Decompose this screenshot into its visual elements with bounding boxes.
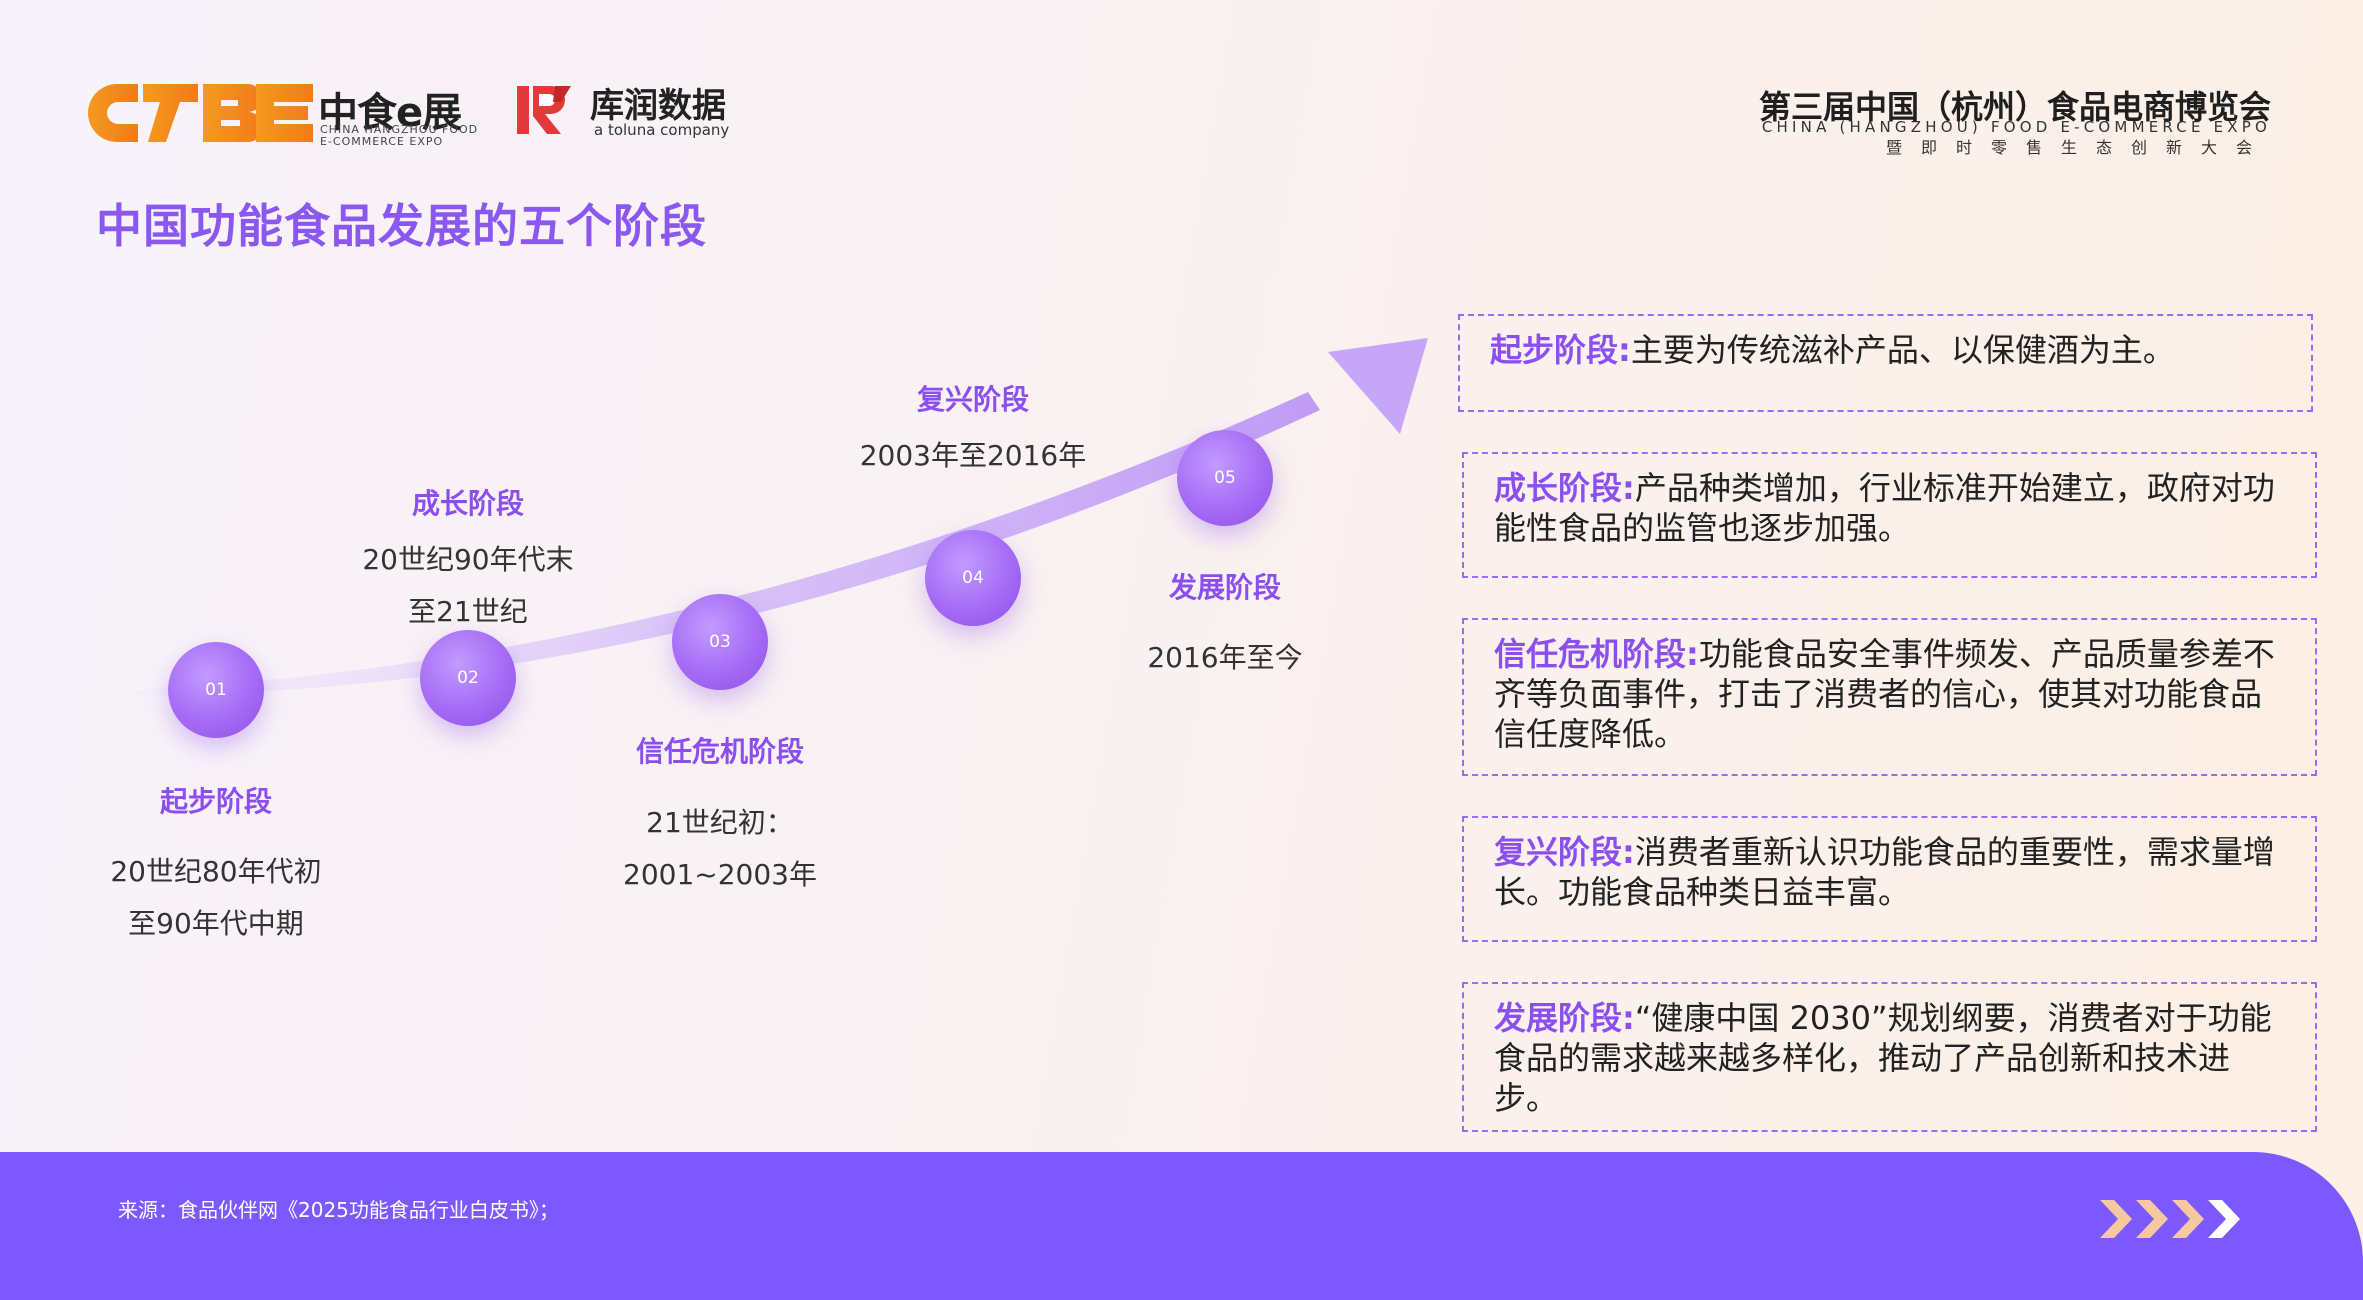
stage-2-period-line2: 至21世纪 [408,595,528,628]
expo-brand-title: 中食e展 [318,90,462,136]
desc-2-label: 成长阶段: [1494,469,1635,507]
timeline-node-2: 02 [420,630,516,726]
desc-box-1: 起步阶段:主要为传统滋补产品、以保健酒为主。 [1458,314,2313,412]
stage-3-period-line2: 2001~2003年 [623,858,817,891]
chevrons-right-icon [2100,1200,2240,1238]
expo-subtitle-cn: 暨即时零售生态创新大会 [1885,138,2271,157]
desc-5-text: “健康中国 2030”规划纲要，消费者对于功能食品的需求越来越多样化，推动了产品… [1494,999,2272,1117]
expo-subtitle-en: CHINA (HANGZHOU) FOOD E-COMMERCE EXPO [1761,118,2271,136]
desc-box-2: 成长阶段:产品种类增加，行业标准开始建立，政府对功能性食品的监管也逐步加强。 [1462,452,2317,578]
stage-1-period-line2: 至90年代中期 [128,907,304,940]
stage-3-period: 21世纪初： 2001~2003年 [560,797,880,901]
timeline-node-5: 05 [1177,430,1273,526]
desc-4-label: 复兴阶段: [1494,833,1635,871]
growth-arrow-icon [135,338,1428,696]
stage-5-period-line1: 2016年至今 [1147,641,1303,674]
kuron-brand-title: 库润数据 [590,86,726,126]
stage-2-period: 20世纪90年代末 至21世纪 [308,534,628,638]
stage-1-period: 20世纪80年代初 至90年代中期 [56,846,376,950]
stage-2-name: 成长阶段 [411,487,524,520]
desc-5-label: 发展阶段: [1494,999,1635,1037]
stage-3-name: 信任危机阶段 [635,735,804,768]
desc-3-label: 信任危机阶段: [1494,635,1699,673]
desc-box-5: 发展阶段:“健康中国 2030”规划纲要，消费者对于功能食品的需求越来越多样化，… [1462,982,2317,1132]
stage-3-period-line1: 21世纪初： [646,806,794,839]
timeline-node-3: 03 [672,594,768,690]
ctbe-logo-icon [88,84,313,142]
desc-1-label: 起步阶段: [1490,331,1631,369]
stage-1-period-line1: 20世纪80年代初 [110,855,322,888]
stage-4-name: 复兴阶段 [916,383,1029,416]
stage-5-name: 发展阶段 [1168,571,1281,604]
desc-2-text: 产品种类增加，行业标准开始建立，政府对功能性食品的监管也逐步加强。 [1494,469,2275,547]
source-note: 来源：食品伙伴网《2025功能食品行业白皮书》； [118,1198,559,1222]
timeline-node-1: 01 [168,642,264,738]
stage-4-period-line1: 2003年至2016年 [859,439,1087,472]
kuron-brand-subtitle: a toluna company [594,121,730,139]
stage-5-period: 2016年至今 [1065,632,1385,684]
desc-box-4: 复兴阶段:消费者重新认识功能食品的重要性，需求量增长。功能食品种类日益丰富。 [1462,816,2317,942]
kuron-logo-icon [517,86,571,134]
desc-3-text: 功能食品安全事件频发、产品质量参差不齐等负面事件，打击了消费者的信心，使其对功能… [1494,635,2275,753]
timeline-node-4: 04 [925,530,1021,626]
stage-4-period: 2003年至2016年 [813,430,1133,482]
footer-bar [0,1152,2363,1300]
expo-brand-subtitle: CHINA HANGZHOU FOOD E-COMMERCE EXPO [320,123,479,148]
desc-1-text: 主要为传统滋补产品、以保健酒为主。 [1630,331,2175,369]
expo-title: 第三届中国（杭州）食品电商博览会 [1758,88,2271,126]
page-title: 中国功能食品发展的五个阶段 [96,199,707,253]
stage-2-period-line1: 20世纪90年代末 [362,543,574,576]
desc-box-3: 信任危机阶段:功能食品安全事件频发、产品质量参差不齐等负面事件，打击了消费者的信… [1462,618,2317,776]
desc-4-text: 消费者重新认识功能食品的重要性，需求量增长。功能食品种类日益丰富。 [1494,833,2275,911]
stage-1-name: 起步阶段 [159,785,272,818]
